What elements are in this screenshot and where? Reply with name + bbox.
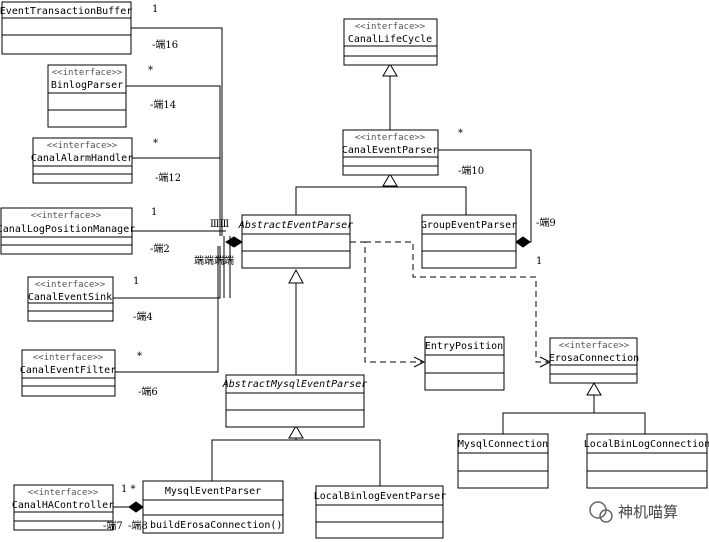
- class-name: BinlogParser: [51, 80, 123, 91]
- hollow-triangle-canalparser: [382, 173, 398, 187]
- stereotype: <<interface>>: [31, 211, 102, 221]
- stereotype: <<interface>>: [33, 353, 104, 363]
- dep-erosa-connection: [365, 241, 548, 363]
- role-alarm: -端12: [155, 171, 181, 184]
- hollow-triangle-erosa: [586, 382, 602, 396]
- class-canal-event-filter: <<interface>> CanalEventFilter: [20, 349, 116, 397]
- role-logpos: -端2: [150, 242, 170, 255]
- class-name: AbstractEventParser: [238, 220, 353, 231]
- multiplicity-buffer: 1: [152, 4, 158, 15]
- stereotype: <<interface>>: [35, 280, 106, 290]
- role-buffer: -端16: [152, 38, 178, 51]
- class-entry-position: EntryPosition: [424, 336, 505, 391]
- multiplicity-group-one: 1: [536, 256, 542, 267]
- class-name: AbstractMysqlEventParser: [222, 379, 368, 390]
- stereotype: <<interface>>: [47, 141, 118, 151]
- composition-diamond-hub: [225, 236, 243, 248]
- inherit-abstract-to-canalparser: [295, 186, 467, 215]
- role-ha: -端7: [103, 519, 123, 532]
- class-mysql-event-parser: MysqlEventParser buildErosaConnection(): [142, 480, 284, 534]
- class-binlog-parser: <<interface>> BinlogParser: [47, 64, 127, 128]
- class-name: MysqlConnection: [458, 439, 548, 450]
- multiplicity-group-star: *: [458, 128, 463, 139]
- role-sink: -端4: [133, 310, 153, 323]
- class-mysql-connection: MysqlConnection: [457, 433, 549, 489]
- stereotype: <<interface>>: [355, 133, 426, 143]
- class-group-event-parser: GroupEventParser: [421, 214, 517, 269]
- multiplicity-sink: 1: [133, 276, 139, 287]
- hollow-triangle-lifecycle: [382, 63, 398, 77]
- class-event-transaction-buffer: EventTransactionBuffer: [0, 1, 132, 55]
- role-binlog: -端14: [150, 98, 176, 111]
- class-name: LocalBinlogEventParser: [314, 491, 446, 502]
- stereotype: <<interface>>: [559, 341, 630, 351]
- class-erosa-connection: <<interface>> ErosaConnection: [549, 337, 639, 384]
- class-local-binlog-event-parser: LocalBinlogEventParser: [314, 485, 446, 539]
- association-labels: 1 -端16 * -端14 * -端12 1 -端2 1 -端4 * -端6 Ⅲ…: [103, 4, 556, 532]
- role-ha-2: -端8: [128, 519, 148, 532]
- hollow-triangle-abstract-mysql: [288, 425, 304, 439]
- stereotype: <<interface>>: [52, 68, 123, 78]
- role-filter: -端6: [138, 385, 158, 398]
- watermark: 神机喵算: [589, 501, 678, 523]
- multiplicity-filter: *: [137, 351, 142, 362]
- class-name: EntryPosition: [425, 341, 503, 352]
- class-canal-event-sink: <<interface>> CanalEventSink: [27, 276, 114, 322]
- class-name: LocalBinLogConnection: [584, 439, 709, 450]
- dep-entry-position: [350, 241, 422, 363]
- hub-ticks: ⅢⅢ: [210, 219, 230, 230]
- class-name: CanalHAController: [12, 500, 114, 511]
- stereotype: <<interface>>: [355, 22, 426, 32]
- hollow-triangle-abstract: [288, 268, 304, 284]
- composition-diamond-ha: [128, 501, 144, 513]
- watermark-text: 神机喵算: [618, 503, 678, 521]
- class-name: MysqlEventParser: [165, 486, 261, 497]
- dep-entry-arrow: [413, 356, 426, 368]
- multiplicity-ha: 1 *: [121, 484, 136, 495]
- assoc-event-sink: [113, 246, 221, 299]
- class-local-binlog-connection: LocalBinLogConnection: [584, 433, 709, 489]
- stereotype: <<interface>>: [28, 488, 99, 498]
- multiplicity-binlog: *: [148, 65, 153, 76]
- class-canal-alarm-handler: <<interface>> CanalAlarmHandler: [31, 137, 133, 184]
- class-canal-log-position-manager: <<interface>> CanalLogPositionManager: [0, 207, 135, 255]
- class-canal-life-cycle: <<interface>> CanalLifeCycle: [343, 18, 438, 66]
- class-name: CanalLifeCycle: [348, 34, 432, 45]
- composition-diamond-group: [515, 236, 531, 248]
- class-name: CanalEventSink: [28, 292, 112, 303]
- class-canal-event-parser: <<interface>> CanalEventParser: [342, 129, 439, 176]
- class-abstract-event-parser: AbstractEventParser: [238, 214, 353, 269]
- hub-jumble: 端端端端: [194, 254, 234, 267]
- class-name: CanalEventFilter: [20, 365, 116, 376]
- role-group-9: -端9: [536, 216, 556, 229]
- assoc-event-filter: [115, 246, 219, 373]
- class-name: ErosaConnection: [549, 353, 639, 364]
- multiplicity-alarm: *: [153, 138, 158, 149]
- class-name: CanalLogPositionManager: [0, 224, 135, 235]
- class-abstract-mysql-event-parser: AbstractMysqlEventParser: [222, 374, 368, 428]
- class-name: EventTransactionBuffer: [0, 6, 132, 17]
- class-canal-ha-controller: <<interface>> CanalHAController: [12, 484, 114, 531]
- assoc-alarm-handler: [132, 157, 221, 236]
- role-group-10: -端10: [458, 164, 484, 177]
- inherit-mysql-parsers: [211, 439, 381, 486]
- class-name: CanalAlarmHandler: [31, 153, 133, 164]
- class-name: GroupEventParser: [421, 220, 517, 231]
- connectors: [113, 27, 646, 513]
- class-operation: buildErosaConnection(): [150, 520, 282, 531]
- inherit-connections: [502, 412, 646, 434]
- multiplicity-logpos: 1: [151, 207, 157, 218]
- assoc-buffer: [131, 27, 223, 236]
- class-name: CanalEventParser: [342, 145, 438, 156]
